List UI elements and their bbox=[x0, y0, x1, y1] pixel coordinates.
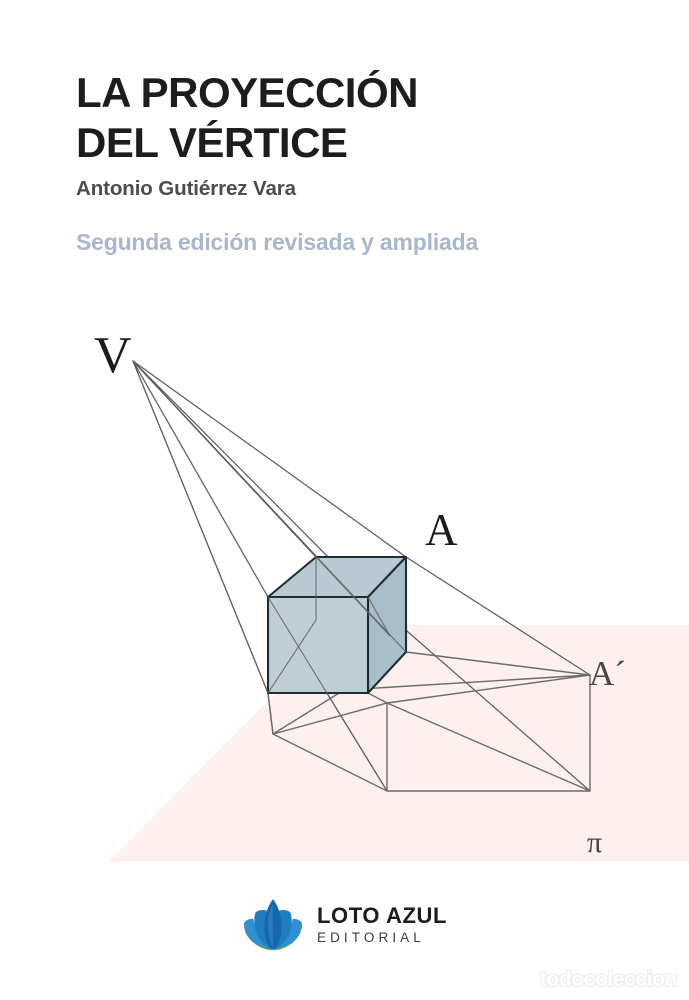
projection-rays-front bbox=[132, 360, 407, 792]
author-name: Antonio Gutiérrez Vara bbox=[76, 177, 296, 201]
publisher-text: LOTO AZUL EDITORIAL bbox=[317, 905, 447, 945]
publisher-name: LOTO AZUL bbox=[316, 903, 448, 929]
publisher-descriptor: EDITORIAL bbox=[316, 930, 425, 946]
label-vertex-v: V bbox=[94, 327, 132, 384]
lotus-flower-icon bbox=[243, 899, 302, 951]
label-point-a: A bbox=[425, 505, 458, 555]
cube-face-front bbox=[266, 595, 370, 695]
publisher-logo: LOTO AZUL EDITORIAL bbox=[0, 898, 689, 952]
label-point-a-prime: A´ bbox=[589, 654, 626, 693]
label-plane-pi: π bbox=[587, 826, 602, 859]
plane-pi-surface bbox=[108, 625, 689, 862]
title-block: LA PROYECCIÓN DEL VÉRTICE Antonio Gutiér… bbox=[76, 68, 636, 256]
page-title: LA PROYECCIÓN DEL VÉRTICE bbox=[76, 69, 418, 166]
edition-subtitle: Segunda edición revisada y ampliada bbox=[76, 229, 479, 256]
